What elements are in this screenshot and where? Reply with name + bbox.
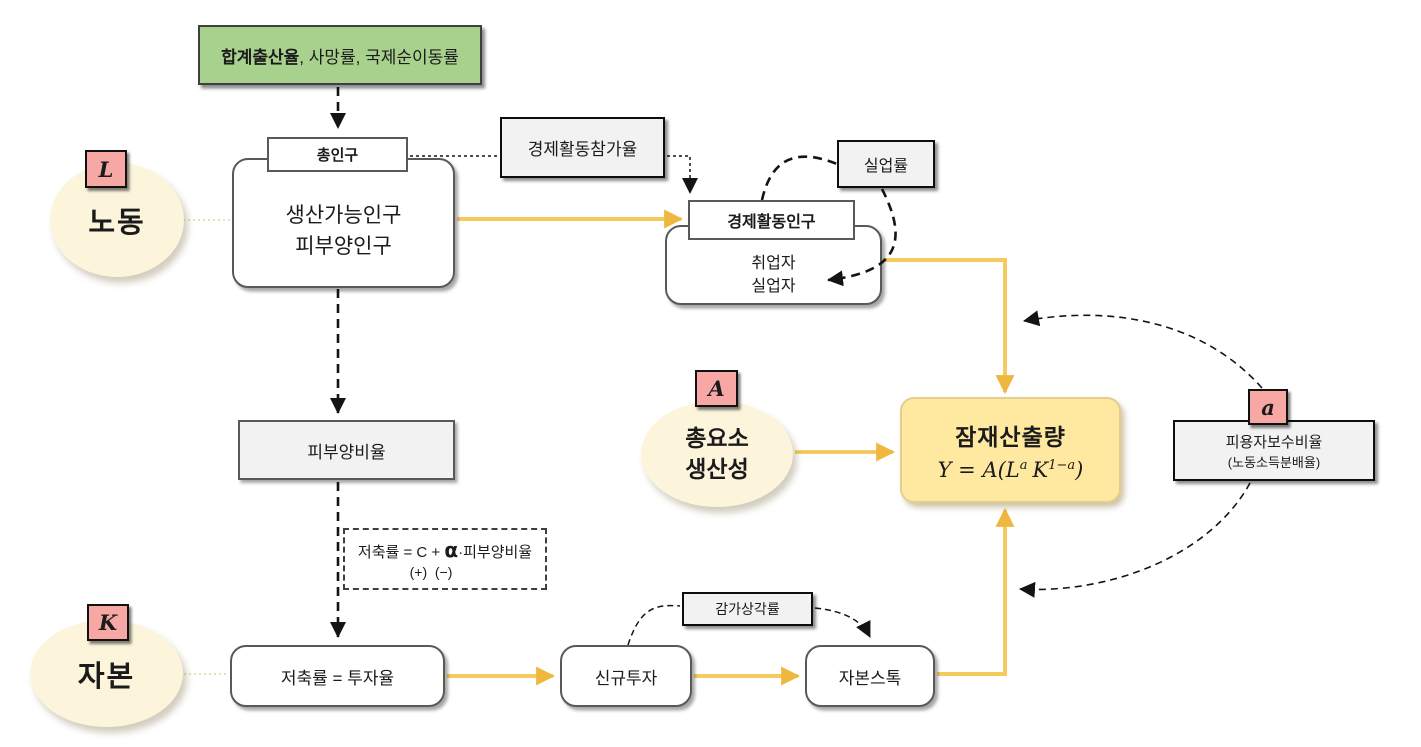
working-age-line2: 피부양인구 (295, 235, 392, 258)
capital-stock-box: 자본스톡 (805, 645, 935, 707)
labor-symbol-badge: L (85, 150, 127, 188)
new-investment-label: 신규투자 (594, 668, 658, 688)
active-population-label: 경제활동인구 (727, 214, 816, 231)
unemployed-label: 실업자 (751, 278, 796, 295)
potential-output-title: 잠재산출량 (955, 424, 1066, 450)
capital-stock-label: 자본스톡 (838, 668, 902, 688)
curve-share-to-labor-flow (1023, 310, 1263, 389)
inputs-rest-label: , 사망률, 국제순이동률 (299, 47, 459, 67)
savings-formula-signs: (+) (−) (409, 564, 453, 580)
capital-label: 자본 (77, 660, 136, 693)
labor-share-line2: (노동소득분배율) (1227, 454, 1321, 470)
labor-share-symbol-badge: a (1248, 389, 1288, 425)
depreciation-rate-box: 감가상각률 (682, 592, 813, 626)
formula-base1: Y = A(L (937, 458, 1020, 482)
labor-label: 노동 (88, 207, 146, 239)
curve-depreciation-to-capitalstock (814, 607, 871, 638)
tfp-symbol: A (708, 376, 725, 401)
labor-share-symbol: a (1261, 394, 1275, 420)
tfp-symbol-badge: A (695, 370, 738, 407)
curve-newinvest-to-depreciation (627, 604, 681, 646)
dependency-ratio-label: 피부양비율 (307, 442, 386, 462)
formula-sup2: 1−a (1048, 458, 1076, 473)
new-investment-box: 신규투자 (560, 645, 692, 707)
capital-symbol: K (98, 610, 118, 635)
total-population-label: 총인구 (316, 147, 359, 164)
participation-rate-box: 경제활동참가율 (500, 117, 665, 178)
inputs-bold-label: 합계출산율 (221, 47, 300, 67)
total-population-box: 총인구 (267, 137, 408, 172)
unemployment-rate-label: 실업률 (863, 158, 909, 175)
formula-base2: K (1032, 458, 1049, 482)
working-age-population-box: 생산가능인구 피부양인구 (232, 158, 455, 288)
formula-sup1: a (1019, 458, 1028, 473)
employed-label: 취업자 (751, 255, 796, 272)
curve-share-to-capital-flow (1019, 482, 1251, 598)
savings-formula-post: ·피부양비율 (458, 544, 533, 561)
active-population-box: 경제활동인구 (688, 200, 855, 240)
savings-formula-pre: 저축률 = C + (357, 544, 445, 561)
capital-symbol-badge: K (87, 604, 129, 641)
tfp-ellipse: 총요소 생산성 (641, 401, 793, 507)
arrow-labor-to-output (883, 258, 1015, 395)
savings-investment-box: 저축률 = 투자율 (230, 645, 445, 707)
participation-rate-label: 경제활동참가율 (527, 140, 638, 159)
depreciation-rate-label: 감가상각률 (715, 601, 780, 617)
working-age-line1: 생산가능인구 (285, 204, 402, 227)
unemployment-rate-box: 실업률 (837, 140, 935, 188)
arrow-capitalstock-to-output (937, 507, 1015, 676)
demographic-inputs-box: 합계출산율, 사망률, 국제순이동률 (198, 25, 482, 85)
tfp-line1: 총요소 (685, 425, 749, 451)
tfp-line2: 생산성 (685, 456, 749, 482)
dependency-ratio-box: 피부양비율 (238, 420, 455, 480)
savings-formula-alpha: α (444, 538, 459, 562)
savings-formula-box: 저축률 = C + α·피부양비율 (+) (−) (343, 528, 547, 590)
capital-ellipse: 자본 (30, 620, 183, 727)
labor-symbol: L (98, 156, 114, 182)
formula-base3: ) (1075, 458, 1084, 482)
arrow-participation-to-active (667, 155, 698, 194)
labor-share-box: 피용자보수비율 (노동소득분배율) (1173, 420, 1375, 481)
savings-formula-line: 저축률 = C + α·피부양비율 (358, 538, 532, 562)
savings-investment-label: 저축률 = 투자율 (280, 668, 395, 688)
labor-share-line1: 피용자보수비율 (1225, 433, 1323, 451)
